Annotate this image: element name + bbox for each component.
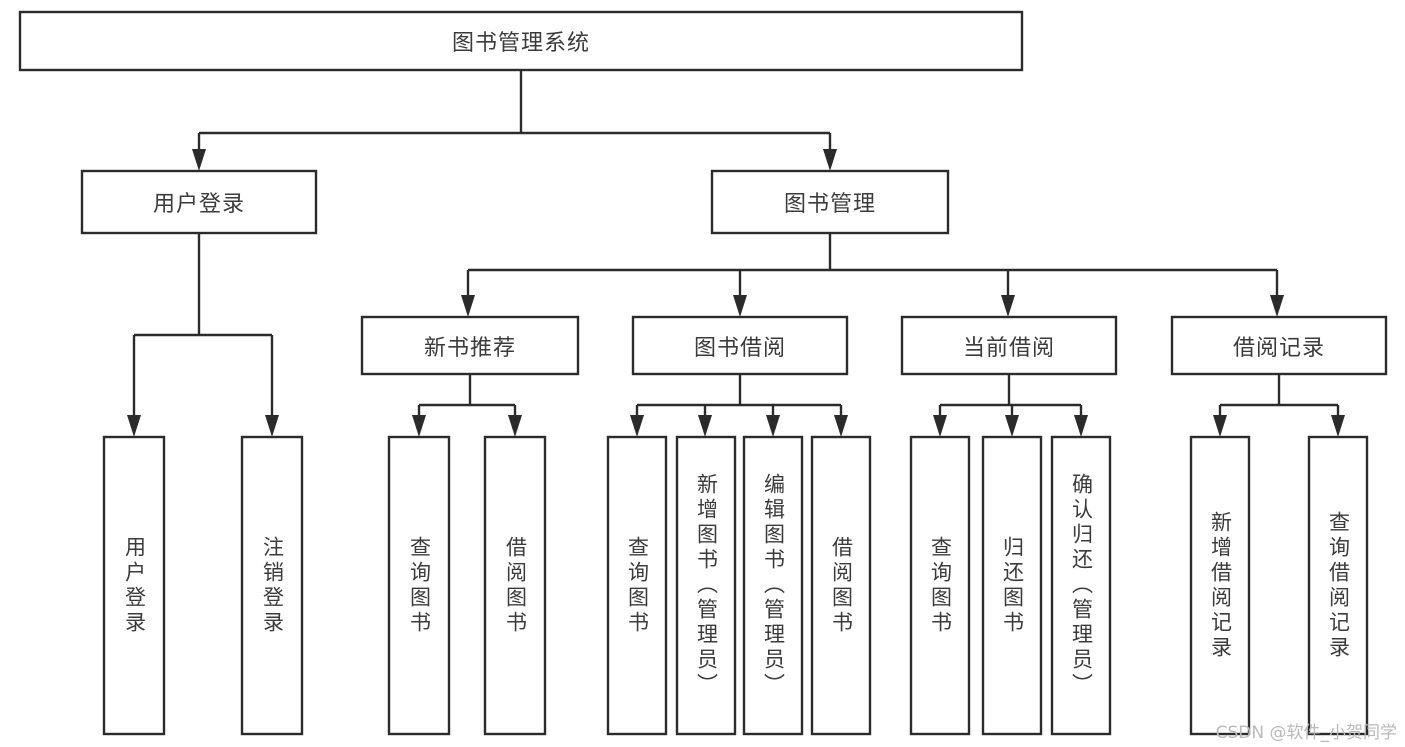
arrow-head-icon [1213, 415, 1227, 437]
arrow-head-icon [933, 415, 947, 437]
arrow-head-icon [127, 415, 141, 437]
arrow-head-icon [412, 415, 426, 437]
node-box-leaf-edit-book-admin[interactable] [742, 435, 804, 736]
arrow-head-icon [630, 415, 644, 437]
node-box-leaf-query-book-current[interactable] [909, 435, 971, 736]
arrow-head-icon [1074, 415, 1088, 437]
arrow-head-icon [1331, 415, 1345, 437]
node-box-book-borrow[interactable] [631, 315, 849, 376]
node-box-leaf-return-book[interactable] [981, 435, 1043, 736]
node-box-leaf-confirm-return-admin[interactable] [1050, 435, 1112, 736]
arrow-head-icon [698, 415, 712, 437]
arrow-head-icon [733, 295, 747, 317]
node-box-leaf-borrow-book-recommend[interactable] [483, 435, 547, 736]
arrow-head-icon [461, 295, 475, 317]
node-box-borrow-record[interactable] [1170, 315, 1388, 376]
arrow-head-icon [766, 415, 780, 437]
node-box-leaf-query-book-borrow[interactable] [606, 435, 668, 736]
node-box-leaf-query-book-recommend[interactable] [387, 435, 451, 736]
node-box-leaf-user-login[interactable] [102, 435, 166, 736]
arrow-head-icon [1001, 295, 1015, 317]
node-box-root[interactable] [18, 10, 1024, 72]
arrow-head-icon [265, 415, 279, 437]
node-box-book-management[interactable] [710, 169, 950, 235]
connectors-layer [127, 70, 1345, 437]
arrow-head-icon [1270, 295, 1284, 317]
node-box-new-book-recommend[interactable] [360, 315, 580, 376]
node-box-leaf-borrow-book[interactable] [810, 435, 872, 736]
node-box-current-borrow[interactable] [900, 315, 1118, 376]
node-box-leaf-query-borrow-record[interactable] [1307, 435, 1369, 736]
arrow-head-icon [834, 415, 848, 437]
node-box-leaf-user-logout[interactable] [240, 435, 304, 736]
arrow-head-icon [192, 149, 206, 171]
arrow-head-icon [508, 415, 522, 437]
arrow-head-icon [1005, 415, 1019, 437]
node-box-leaf-add-book-admin[interactable] [675, 435, 737, 736]
node-box-leaf-add-borrow-record[interactable] [1189, 435, 1251, 736]
node-box-user-login[interactable] [80, 169, 318, 235]
arrow-head-icon [823, 149, 837, 171]
boxes-layer [18, 10, 1388, 736]
